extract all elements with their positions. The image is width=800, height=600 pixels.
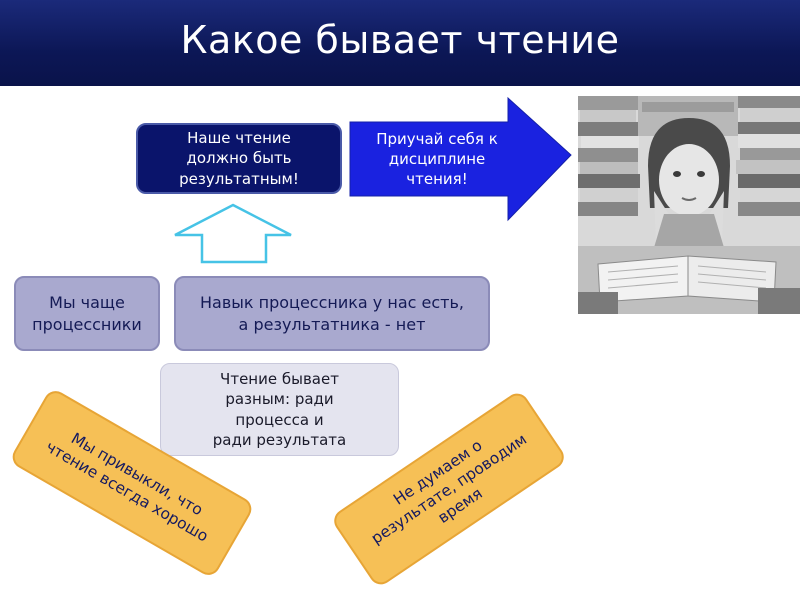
page-title: Какое бывает чтение bbox=[180, 18, 620, 62]
child-with-books-photo bbox=[578, 96, 800, 314]
title-bar: Какое бывает чтение bbox=[0, 0, 800, 86]
book-stacks bbox=[578, 96, 800, 216]
varies-box: Чтение бывает разным: ради процесса и ра… bbox=[160, 363, 399, 456]
open-books bbox=[578, 246, 800, 314]
discipline-arrow-shape bbox=[349, 96, 572, 222]
processors-box: Мы чаще процессники bbox=[14, 276, 160, 351]
skill-box: Навык процессника у нас есть, а результа… bbox=[174, 276, 490, 351]
result-box: Наше чтение должно быть результатным! bbox=[136, 123, 342, 194]
processors-box-text: Мы чаще процессники bbox=[32, 292, 142, 334]
varies-box-text: Чтение бывает разным: ради процесса и ра… bbox=[212, 370, 347, 449]
up-arrow-icon bbox=[174, 203, 292, 264]
child-figure bbox=[648, 118, 730, 261]
discipline-arrow-text: Приучай себя к дисциплине чтения! bbox=[376, 129, 498, 189]
result-box-text: Наше чтение должно быть результатным! bbox=[179, 129, 299, 188]
skill-box-text: Навык процессника у нас есть, а результа… bbox=[200, 292, 464, 334]
discipline-arrow-label: Приучай себя к дисциплине чтения! bbox=[362, 124, 512, 194]
